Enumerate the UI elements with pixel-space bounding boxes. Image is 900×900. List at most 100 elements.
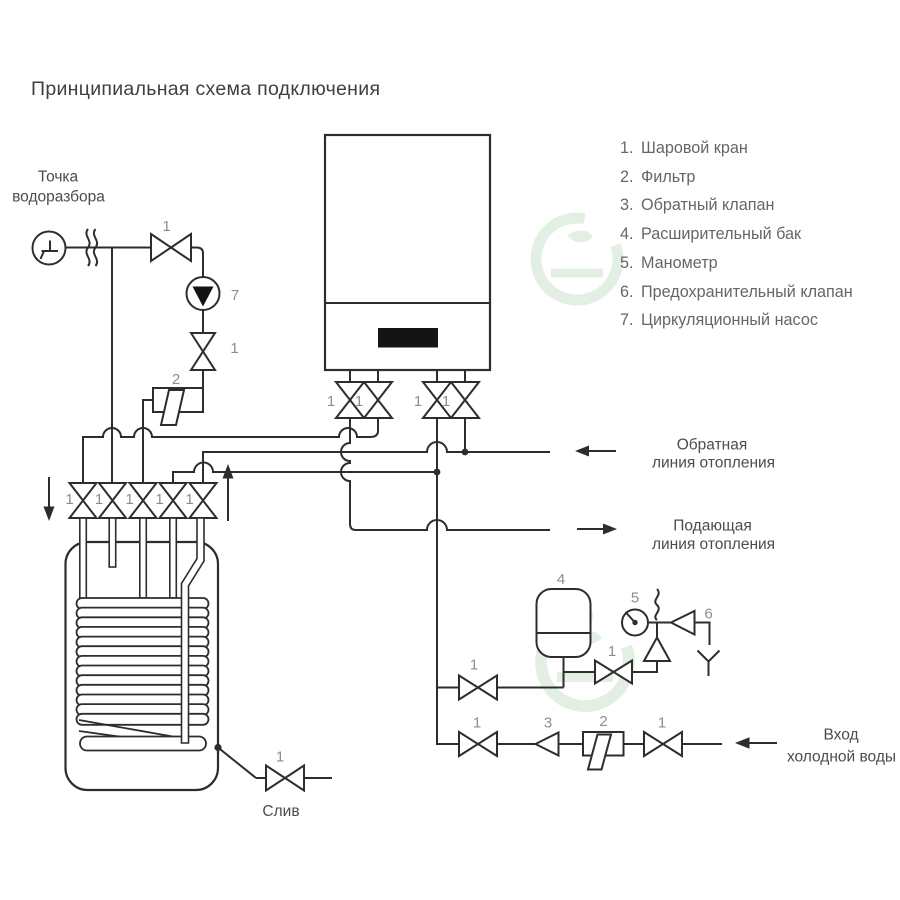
ball-valve-symbol <box>594 658 633 686</box>
legend-item-number: 1. <box>620 139 634 157</box>
cold-inlet-label: холодной воды <box>787 749 896 766</box>
pump-number-label: 7 <box>231 287 239 304</box>
valve-number-label: 1 <box>658 715 666 732</box>
legend-item-label: Предохранительный клапан <box>641 282 853 301</box>
legend-item: 5. Манометр <box>620 249 853 278</box>
pipe <box>82 418 379 483</box>
spring-squiggle-icon <box>654 588 660 621</box>
page-title: Принципиальная схема подключения <box>31 78 381 100</box>
legend-item-number: 6. <box>620 282 634 301</box>
valve-number-label: 1 <box>473 715 481 732</box>
pipe <box>694 621 711 645</box>
ball-valve-symbol <box>150 232 192 263</box>
check-valve-number-label: 3 <box>544 715 552 732</box>
filter-symbol <box>582 731 625 771</box>
legend-item-number: 5. <box>620 253 634 272</box>
valve-number-label: 1 <box>65 491 73 508</box>
watermark-logo-icon <box>530 212 624 306</box>
pipe <box>202 441 550 483</box>
faucet-symbol <box>31 230 67 266</box>
legend-item-label: Обратный клапан <box>641 196 775 215</box>
pipe <box>142 399 153 483</box>
manometer-number-label: 5 <box>631 590 639 607</box>
ball-valve-symbol <box>187 482 219 519</box>
pipe <box>632 661 658 673</box>
legend-item-label: Циркуляционный насос <box>641 311 818 330</box>
ball-valve-symbol <box>448 381 482 419</box>
ball-valve-symbol <box>265 763 305 793</box>
legend-item: 4. Расширительный бак <box>620 220 853 249</box>
legend-item-number: 7. <box>620 311 634 330</box>
boiler-display <box>378 328 438 348</box>
pipe <box>340 418 550 531</box>
drain-label: Слив <box>262 803 299 820</box>
drain-funnel-icon <box>696 649 721 676</box>
expansion-tank-symbol <box>535 588 592 658</box>
valve-number-label: 1 <box>414 393 422 410</box>
legend-item: 7. Циркуляционный насос <box>620 306 853 335</box>
pipe <box>436 418 459 745</box>
return-line-label: Обратная <box>677 437 748 454</box>
pipe <box>191 246 204 277</box>
valve-number-label: 1 <box>230 340 238 357</box>
ball-valve-symbol <box>361 381 395 419</box>
up-flow-arrow-icon <box>222 464 234 521</box>
ball-valve-symbol <box>127 482 159 519</box>
return-flow-arrow-icon <box>575 445 616 457</box>
cold-inlet-label: Вход <box>823 727 858 744</box>
legend-item-label: Расширительный бак <box>641 225 802 244</box>
junction-dot <box>461 448 469 456</box>
valve-number-label: 1 <box>125 491 133 508</box>
ball-valve-symbol <box>189 332 217 371</box>
check-valve-symbol <box>533 730 560 758</box>
legend-item-label: Фильтр <box>641 167 696 186</box>
supply-flow-arrow-icon <box>577 523 617 535</box>
ball-valve-symbol <box>458 730 498 758</box>
heating-coil <box>75 597 210 752</box>
safety-valve-body-symbol <box>642 635 672 662</box>
valve-number-label: 1 <box>470 657 478 674</box>
legend-item: 2. Фильтр <box>620 163 853 192</box>
valve-number-label: 1 <box>327 393 335 410</box>
legend-item-label: Шаровой кран <box>641 139 748 157</box>
supply-line-label: линия отопления <box>652 536 775 553</box>
legend: 1. Шаровой кран 2. Фильтр 3. Обратный кл… <box>620 134 853 335</box>
legend-item: 6. Предохранительный клапан <box>620 278 853 307</box>
filter-symbol <box>152 387 204 426</box>
valve-number-label: 1 <box>185 491 193 508</box>
safety-valve-symbol <box>668 609 696 637</box>
valve-number-label: 1 <box>608 643 616 660</box>
pipe <box>497 657 565 689</box>
valve-number-label: 1 <box>155 491 163 508</box>
down-flow-arrow-icon <box>43 477 55 521</box>
legend-item-label: Манометр <box>641 253 718 272</box>
valve-number-label: 1 <box>355 393 363 410</box>
storage-tank <box>64 517 220 792</box>
pipe <box>172 461 437 483</box>
legend-item: 1. Шаровой кран <box>620 134 853 163</box>
boiler <box>323 133 492 382</box>
expansion-tank-number-label: 4 <box>557 571 565 588</box>
draw-point-label: водоразбора <box>12 189 105 206</box>
safety-valve-number-label: 6 <box>704 606 712 623</box>
circulation-pump-symbol <box>185 276 221 311</box>
valve-number-label: 1 <box>162 218 170 235</box>
legend-item: 3. Обратный клапан <box>620 191 853 220</box>
filter-number-label: 2 <box>172 371 180 388</box>
ball-valve-symbol <box>643 730 683 758</box>
filter-number-label: 2 <box>599 713 607 730</box>
supply-line-label: Подающая <box>673 518 751 535</box>
legend-item-number: 3. <box>620 196 634 215</box>
legend-item-number: 4. <box>620 225 634 244</box>
legend-item-number: 2. <box>620 167 634 186</box>
manometer-symbol <box>621 608 657 637</box>
valve-number-label: 1 <box>276 749 284 766</box>
pipe <box>217 746 266 779</box>
draw-point-label: Точка <box>38 169 79 186</box>
junction-dot <box>433 468 441 476</box>
valve-number-label: 1 <box>442 393 450 410</box>
ball-valve-symbol <box>458 673 498 702</box>
cold-inlet-flow-arrow-icon <box>735 737 777 749</box>
